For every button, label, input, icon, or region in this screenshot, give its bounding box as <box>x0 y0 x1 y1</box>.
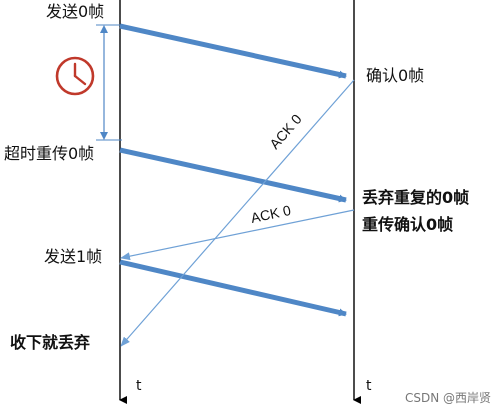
ack0-second-label: ACK 0 <box>249 202 292 226</box>
sender-time-label: t <box>136 378 142 394</box>
frame1-arrow <box>119 259 347 317</box>
receiver-time-label: t <box>366 378 372 394</box>
timeout-resend-frame0-label: 超时重传0帧 <box>4 144 95 163</box>
watermark: CSDN @西岸贤 <box>404 391 491 405</box>
timeout-arrow-down <box>100 132 108 140</box>
send-frame1-label: 发送1帧 <box>44 247 103 266</box>
resend-confirm-frame0-label: 重传确认0帧 <box>362 215 454 234</box>
ack0-first-line <box>120 79 355 347</box>
ack0-first-label: ACK 0 <box>266 111 305 152</box>
discard-duplicate-frame0-label: 丢弃重复的0帧 <box>362 188 470 207</box>
send-frame0-label: 发送0帧 <box>46 2 105 21</box>
frame0-resend-arrow <box>119 147 347 203</box>
frame0-arrow <box>119 23 347 79</box>
confirm-frame0-label: 确认0帧 <box>366 66 425 85</box>
clock-icon <box>55 56 95 96</box>
timeout-arrow-up <box>100 25 108 33</box>
receive-and-discard-label: 收下就丢弃 <box>10 333 91 352</box>
ack0-second-line <box>120 209 355 261</box>
